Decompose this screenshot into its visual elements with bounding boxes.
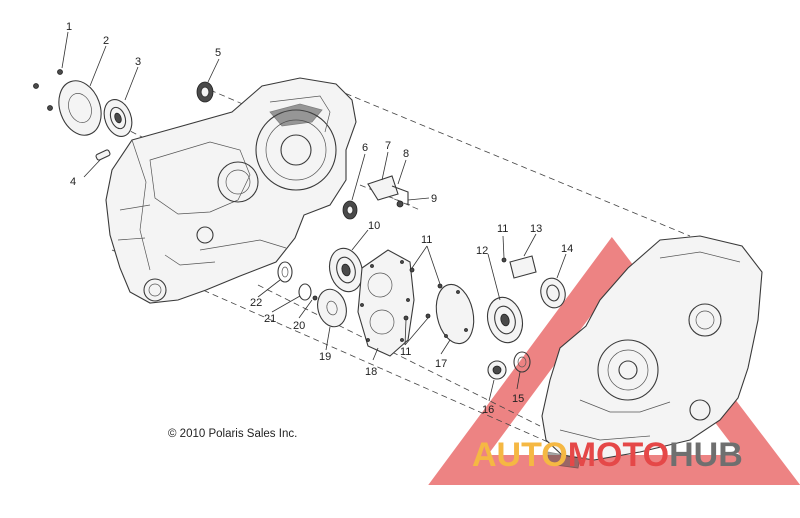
part-19-washer [317, 288, 347, 328]
copyright-text: © 2010 Polaris Sales Inc. [168, 428, 297, 440]
callout-16: 16 [482, 404, 494, 416]
part-7-8-9-bracket [367, 175, 409, 208]
watermark-text-auto: AUTO [472, 436, 568, 474]
watermark-text-moto: MOTO [568, 436, 669, 474]
part-2-cover-plate [58, 80, 102, 136]
right-crankcase [541, 235, 763, 469]
callout-13: 13 [530, 223, 542, 235]
leader-lines [61, 31, 567, 402]
callout-numbers: 1 2 3 4 5 6 7 8 9 10 11 11 11 12 13 14 1… [66, 21, 573, 416]
part-1-screws [33, 69, 63, 111]
callout-11-a: 11 [421, 234, 432, 246]
callout-3: 3 [135, 56, 141, 68]
part-18-gasket [357, 249, 415, 357]
callout-6: 6 [362, 142, 368, 154]
part-13-key [509, 255, 537, 279]
callout-7: 7 [385, 140, 391, 152]
callout-11-c: 11 [400, 346, 411, 358]
callout-22: 22 [250, 297, 262, 309]
callout-4: 4 [70, 176, 76, 188]
part-14-bearing [540, 277, 566, 309]
part-11-dowels [403, 257, 507, 321]
part-12-bearing [486, 296, 524, 344]
callout-15: 15 [512, 393, 524, 405]
part-20-pin [312, 295, 318, 301]
part-4-dowel-pin [95, 149, 111, 161]
part-21-snap-ring [298, 283, 312, 301]
part-3-bearing [103, 99, 133, 137]
callout-8: 8 [403, 148, 409, 160]
watermark-text: AUTOMOTOHUB [472, 436, 743, 474]
callout-11-b: 11 [497, 223, 508, 235]
callout-19: 19 [319, 351, 331, 363]
left-crankcase [105, 77, 357, 304]
part-22-seal-ring [277, 261, 293, 283]
callout-21: 21 [264, 313, 276, 325]
callout-12: 12 [476, 245, 488, 257]
callout-1: 1 [66, 21, 72, 33]
part-16-bushing [487, 360, 507, 380]
callout-5: 5 [215, 47, 221, 59]
part-15-seal [513, 351, 531, 373]
part-6-seal [342, 200, 358, 220]
callout-9: 9 [431, 193, 437, 205]
callout-10: 10 [368, 220, 380, 232]
callout-17: 17 [435, 358, 447, 370]
part-17-plate [435, 283, 475, 345]
callout-18: 18 [365, 366, 377, 378]
watermark-text-hub: HUB [669, 436, 743, 474]
callout-14: 14 [561, 243, 573, 255]
callout-20: 20 [293, 320, 305, 332]
part-10-bearing [328, 247, 364, 293]
part-5-seal [196, 81, 214, 103]
callout-2: 2 [103, 35, 109, 47]
